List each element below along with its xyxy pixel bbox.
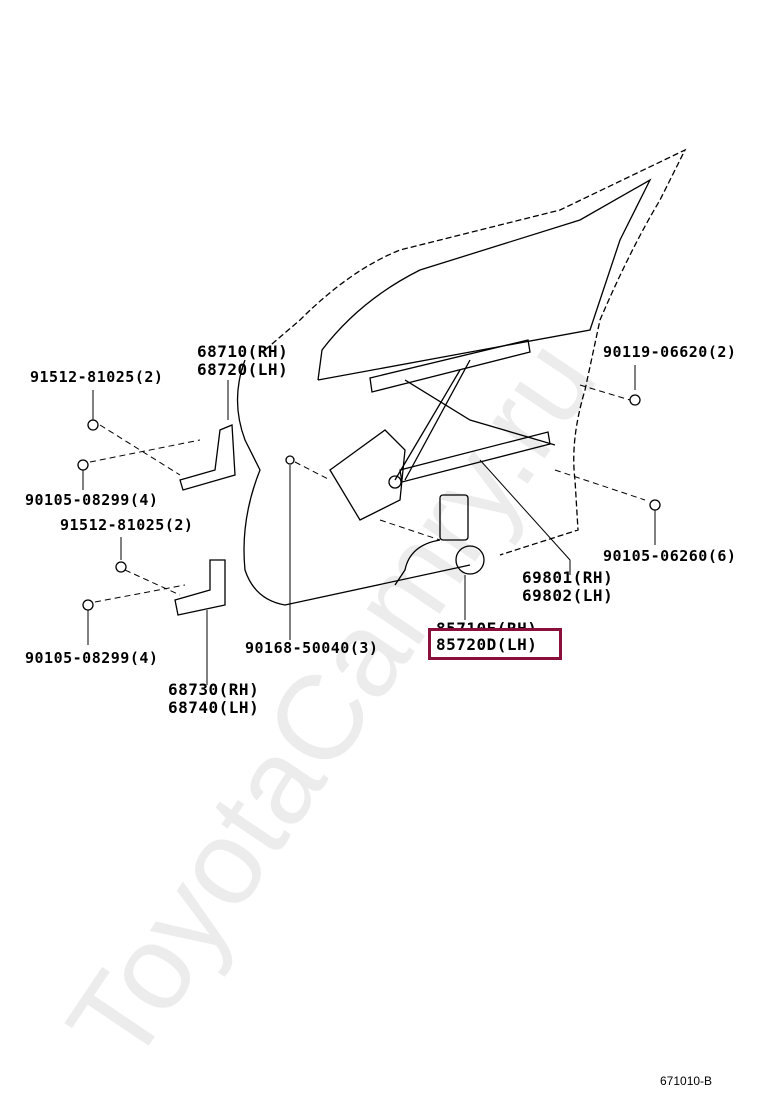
- part-number: 85720D(LH): [436, 635, 538, 654]
- bolt-icon: [629, 394, 641, 406]
- part-number: 69801(RH): [522, 568, 614, 587]
- highlight-box: [428, 628, 562, 660]
- callout-bolt-right-upper[interactable]: 90119-06620(2): [603, 343, 736, 361]
- part-number: 69802(LH): [522, 586, 614, 605]
- callout-hinge-upper[interactable]: 68710(RH) 68720(LH): [197, 343, 288, 379]
- callout-bolt-left-lower[interactable]: 90105-08299(4): [25, 649, 158, 667]
- bolt-icon: [87, 419, 99, 431]
- bolt-icon: [649, 499, 661, 511]
- callout-bolt-left-mid[interactable]: 90105-08299(4): [25, 491, 158, 509]
- part-number: 91512-81025(2): [60, 516, 194, 534]
- diagram-reference: 671010-B: [660, 1074, 713, 1088]
- callout-bolt-upper-left[interactable]: 91512-81025(2): [30, 368, 163, 386]
- motor-wire: [394, 539, 441, 586]
- part-number: 90119-06620(2): [603, 343, 737, 361]
- part-number: 68730(RH): [168, 680, 260, 699]
- part-number: 85710E(RH): [436, 619, 538, 638]
- clip-icon: [285, 455, 295, 465]
- part-number: 68710(RH): [197, 342, 289, 361]
- door-inner-panel: [236, 359, 471, 606]
- part-number: 90105-06260(6): [603, 547, 737, 565]
- regulator-sector-gear: [329, 429, 406, 521]
- callout-regulator[interactable]: 69801(RH) 69802(LH): [522, 569, 613, 605]
- hinge-lower-drawing: [174, 559, 226, 616]
- callout-clip[interactable]: 90168-50040(3): [245, 639, 378, 657]
- hinge-upper-drawing: [179, 424, 236, 491]
- part-number: 91512-81025(2): [30, 368, 164, 386]
- part-number: 90105-08299(4): [25, 649, 159, 667]
- regulator-pivot: [388, 475, 402, 489]
- callout-motor-rh[interactable]: 85710E(RH): [436, 619, 538, 638]
- callout-bolt-lower-left[interactable]: 91512-81025(2): [60, 516, 193, 534]
- callout-bolt-right-lower[interactable]: 90105-06260(6): [603, 547, 736, 565]
- bolt-icon: [115, 561, 127, 573]
- motor-body: [439, 494, 469, 541]
- motor-gear: [455, 545, 485, 575]
- part-number: 90168-50040(3): [245, 639, 379, 657]
- callout-motor-lh-highlighted[interactable]: 85720D(LH): [436, 636, 537, 654]
- regulator-arm: [394, 359, 556, 481]
- bolt-icon: [77, 459, 89, 471]
- door-outline: [264, 148, 687, 556]
- part-number: 68720(LH): [197, 360, 289, 379]
- part-number: 68740(LH): [168, 698, 260, 717]
- regulator-rail-upper: [369, 339, 531, 393]
- part-number: 90105-08299(4): [25, 491, 159, 509]
- window-glass: [317, 178, 652, 381]
- bolt-icon: [82, 599, 94, 611]
- callout-hinge-lower[interactable]: 68730(RH) 68740(LH): [168, 681, 259, 717]
- regulator-rail-lower: [399, 431, 551, 483]
